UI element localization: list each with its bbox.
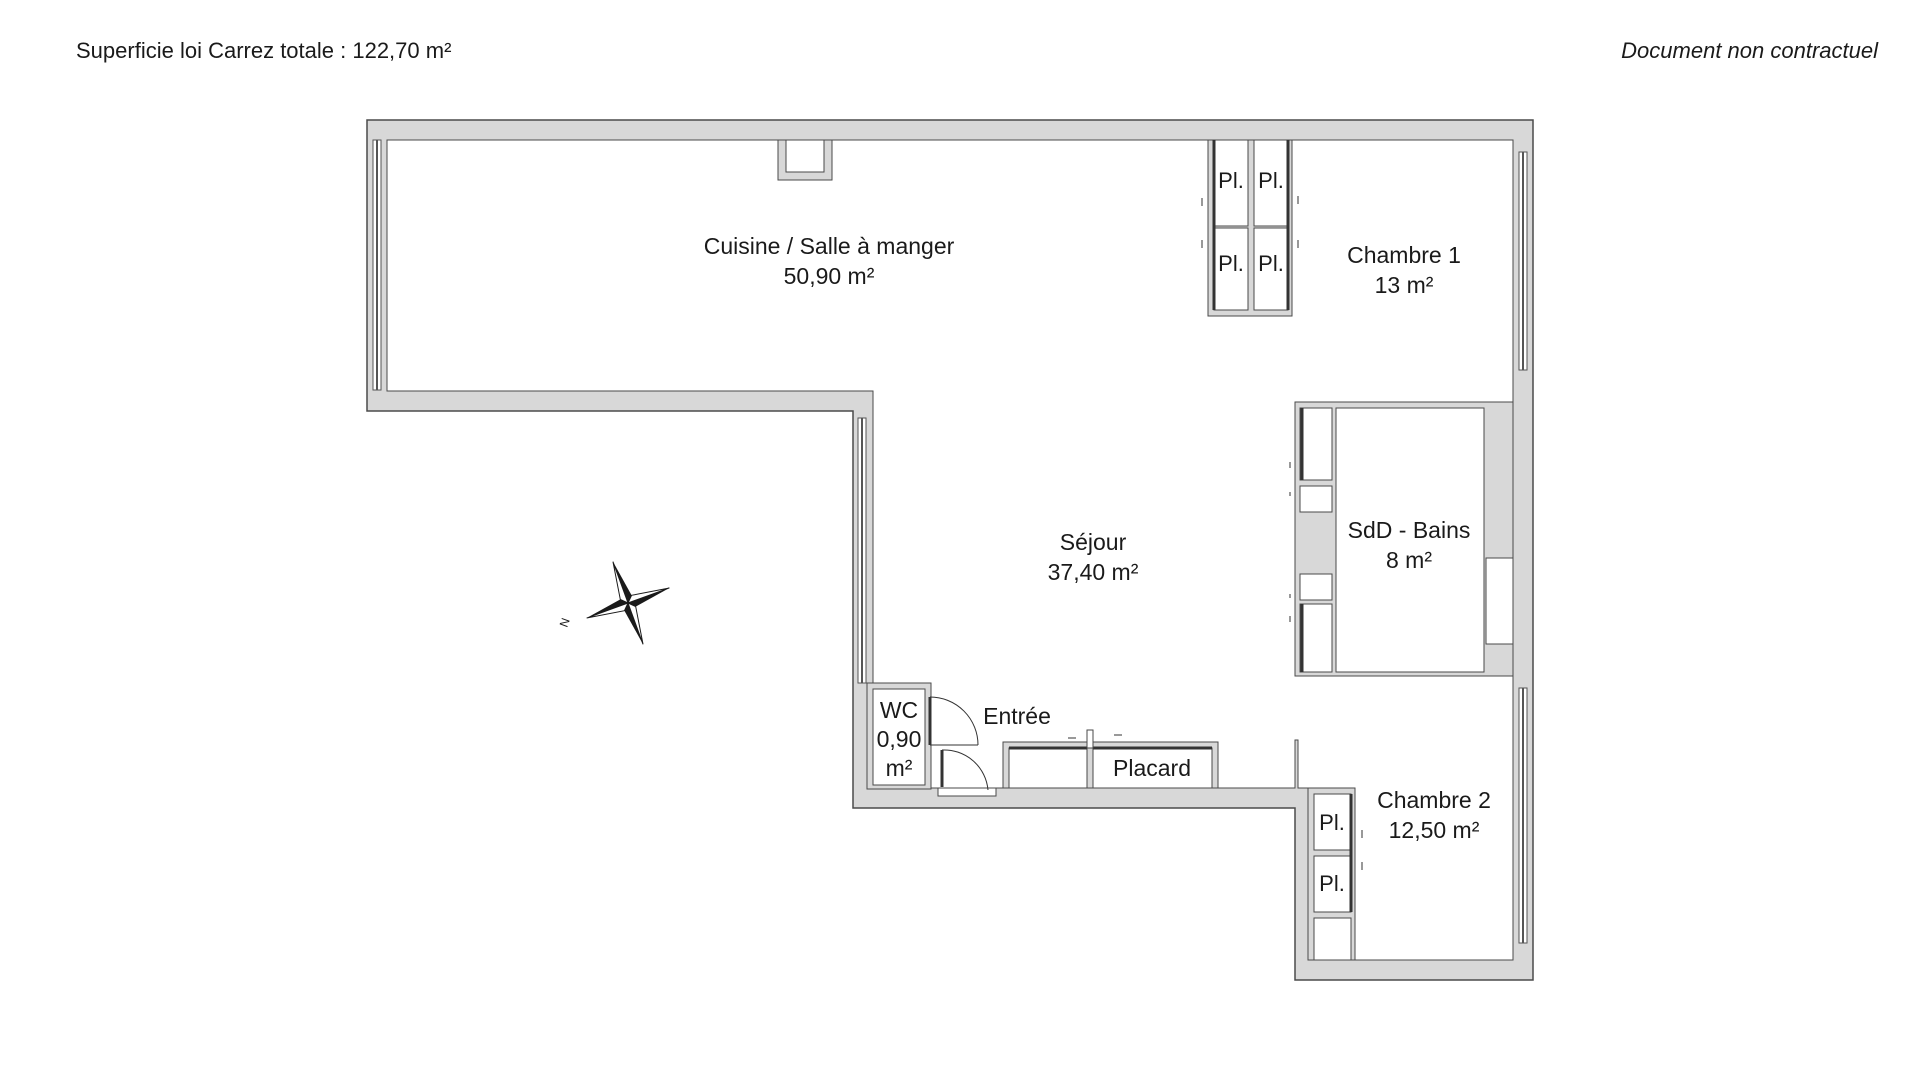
room-sdd-name: SdD - Bains [1348,517,1471,543]
room-wc-area-value: 0,90 [877,726,922,752]
room-wc-name: WC [880,697,918,723]
room-chambre2-area: 12,50 m² [1389,817,1480,843]
interior-floor [386,139,1514,961]
room-placard-name: Placard [1113,755,1191,781]
room-chambre2-name: Chambre 2 [1377,787,1491,813]
compass-north-label: N [557,616,573,629]
room-sdd-area: 8 m² [1386,547,1432,573]
room-entree-name: Entrée [983,703,1051,729]
closet-label: Pl. [1319,871,1345,896]
room-chambre1-area: 13 m² [1375,272,1434,298]
room-cuisine-area: 50,90 m² [784,263,875,289]
closet-label: Pl. [1258,168,1284,193]
room-wc-area-unit: m² [886,755,913,781]
compass-rose-icon [586,561,670,645]
room-sejour-name: Séjour [1060,529,1127,555]
wc-room [872,688,926,786]
closet-label: Pl. [1218,168,1244,193]
disclaimer-label: Document non contractuel [1621,38,1878,63]
room-sejour-area: 37,40 m² [1048,559,1139,585]
sdd-room [1335,407,1485,673]
closet-label: Pl. [1258,251,1284,276]
closet-label: Pl. [1218,251,1244,276]
total-area-label: Superficie loi Carrez totale : 122,70 m² [76,38,452,63]
closet-label: Pl. [1319,810,1345,835]
room-cuisine-name: Cuisine / Salle à manger [704,233,955,259]
room-chambre1-name: Chambre 1 [1347,242,1461,268]
